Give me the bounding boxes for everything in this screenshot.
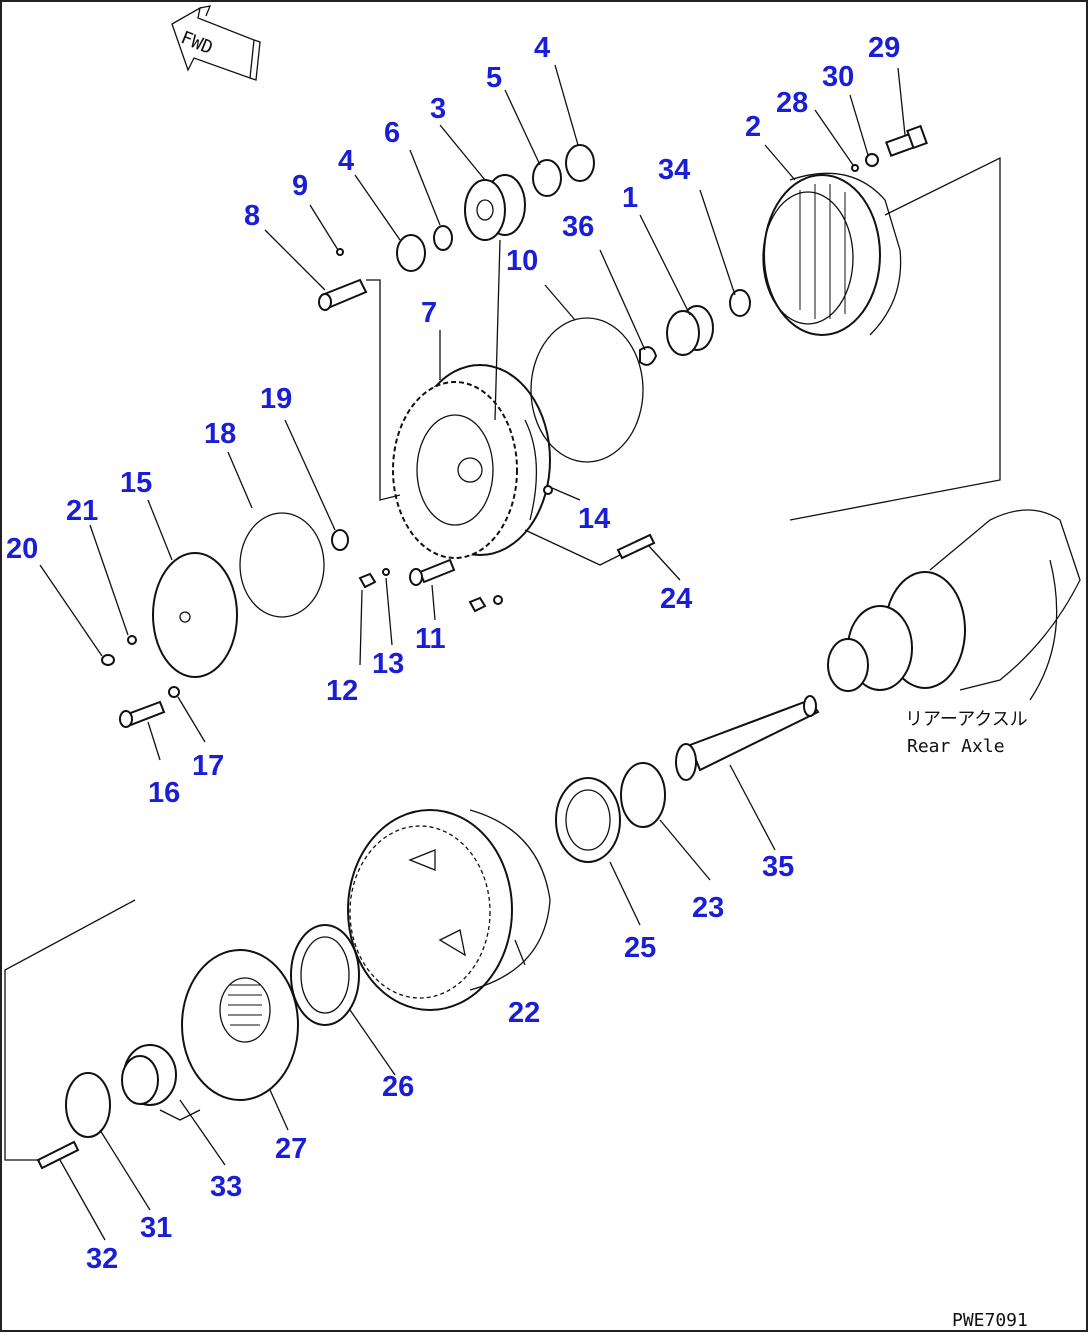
- spacer-part: [729, 289, 751, 317]
- washer-part-13: [382, 568, 390, 576]
- part-label: 36: [562, 211, 594, 243]
- part-label: 26: [382, 1071, 414, 1103]
- flange-part: [181, 949, 299, 1101]
- seal-part: [620, 762, 666, 828]
- part-label: 32: [86, 1243, 118, 1275]
- needle-bearing-part: [666, 305, 714, 356]
- snap-ring-part: [433, 225, 453, 251]
- coupling-part: [121, 1044, 177, 1106]
- bolt-part-11: [418, 558, 456, 584]
- part-label: 4: [338, 145, 354, 177]
- o-ring-part-18: [239, 512, 325, 618]
- bearing-part-26: [290, 924, 360, 1026]
- part-label: 28: [776, 87, 808, 119]
- part-label: 15: [120, 467, 152, 499]
- plug-part: [101, 654, 115, 666]
- part-label: 27: [275, 1133, 307, 1165]
- pin-part: [318, 278, 368, 311]
- part-label: 20: [6, 533, 38, 565]
- rear-axle-jp-label: リアーアクスル: [905, 709, 1028, 730]
- part-label: 24: [660, 583, 692, 615]
- bearing-part-5: [532, 159, 562, 197]
- dowel-part: [616, 533, 656, 560]
- axle-shaft-part: [675, 695, 820, 781]
- part-label: 25: [624, 932, 656, 964]
- o-ring-part: [530, 317, 644, 463]
- washer-part-17: [168, 686, 180, 698]
- ring-gear-part: [762, 172, 902, 336]
- fwd-arrow-icon: FWD: [171, 5, 261, 81]
- planet-gear-part: [464, 174, 526, 241]
- clip-part: [639, 346, 658, 366]
- part-label: 2: [745, 111, 761, 143]
- part-label: 13: [372, 648, 404, 680]
- part-label: 19: [260, 383, 292, 415]
- part-label: 31: [140, 1212, 172, 1244]
- bearing-part-4a: [565, 144, 595, 182]
- drawing-id-label: PWE7091: [952, 1310, 1028, 1331]
- part-labels: 1 2 3 4 4 5 6 7 8 9 10 11 12 13 14 15 16…: [6, 32, 900, 1275]
- ball-part: [336, 248, 344, 256]
- part-label: 8: [244, 200, 260, 232]
- carrier-part: [392, 364, 551, 559]
- part-label: 11: [415, 623, 446, 655]
- part-label: 1: [622, 182, 638, 214]
- bearing-part-4b: [396, 234, 426, 272]
- part-label: 6: [384, 117, 400, 149]
- part-label: 30: [822, 61, 854, 93]
- part-label: 22: [508, 997, 540, 1029]
- part-label: 35: [762, 851, 794, 883]
- leader-lines: [4, 64, 1001, 1241]
- part-label: 3: [430, 93, 446, 125]
- part-label: 33: [210, 1171, 242, 1203]
- part-label: 14: [578, 503, 610, 535]
- part-label: 16: [148, 777, 180, 809]
- washer-part: [865, 153, 879, 167]
- nut-part: [468, 596, 487, 613]
- part-label: 7: [421, 297, 437, 329]
- fwd-label: FWD: [178, 27, 216, 59]
- part-label: 5: [486, 62, 502, 94]
- part-label: 21: [66, 495, 98, 527]
- bolt-part: [885, 124, 928, 157]
- wheel-hub-part: [347, 809, 551, 1011]
- part-label: 23: [692, 892, 724, 924]
- pin-part-14: [543, 485, 553, 495]
- cap-part: [331, 529, 349, 551]
- nut-part-12: [358, 572, 377, 589]
- part-label: 29: [868, 32, 900, 64]
- rear-axle-en-label: Rear Axle: [907, 736, 1005, 757]
- small-washer-part: [851, 164, 859, 172]
- part-label: 18: [204, 418, 236, 450]
- bolt-part-32: [36, 1140, 80, 1170]
- part-label: 4: [534, 32, 550, 64]
- plate-part: [65, 1072, 111, 1138]
- part-label: 12: [326, 675, 358, 707]
- rear-axle-housing: [827, 509, 1081, 701]
- part-label: 9: [292, 170, 308, 202]
- part-label: 10: [506, 245, 538, 277]
- part-label: 34: [658, 154, 690, 186]
- part-label: 17: [192, 750, 224, 782]
- cover-part: [152, 552, 238, 678]
